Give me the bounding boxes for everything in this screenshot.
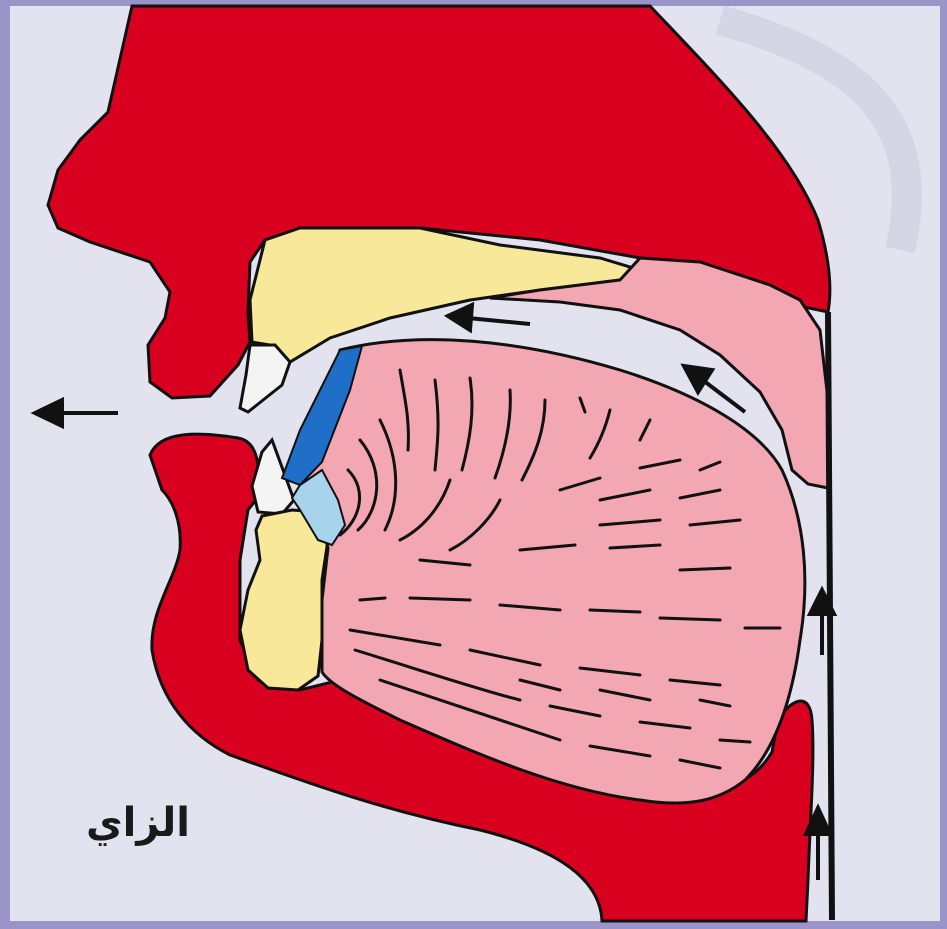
letter-caption: الزاي — [86, 800, 190, 846]
